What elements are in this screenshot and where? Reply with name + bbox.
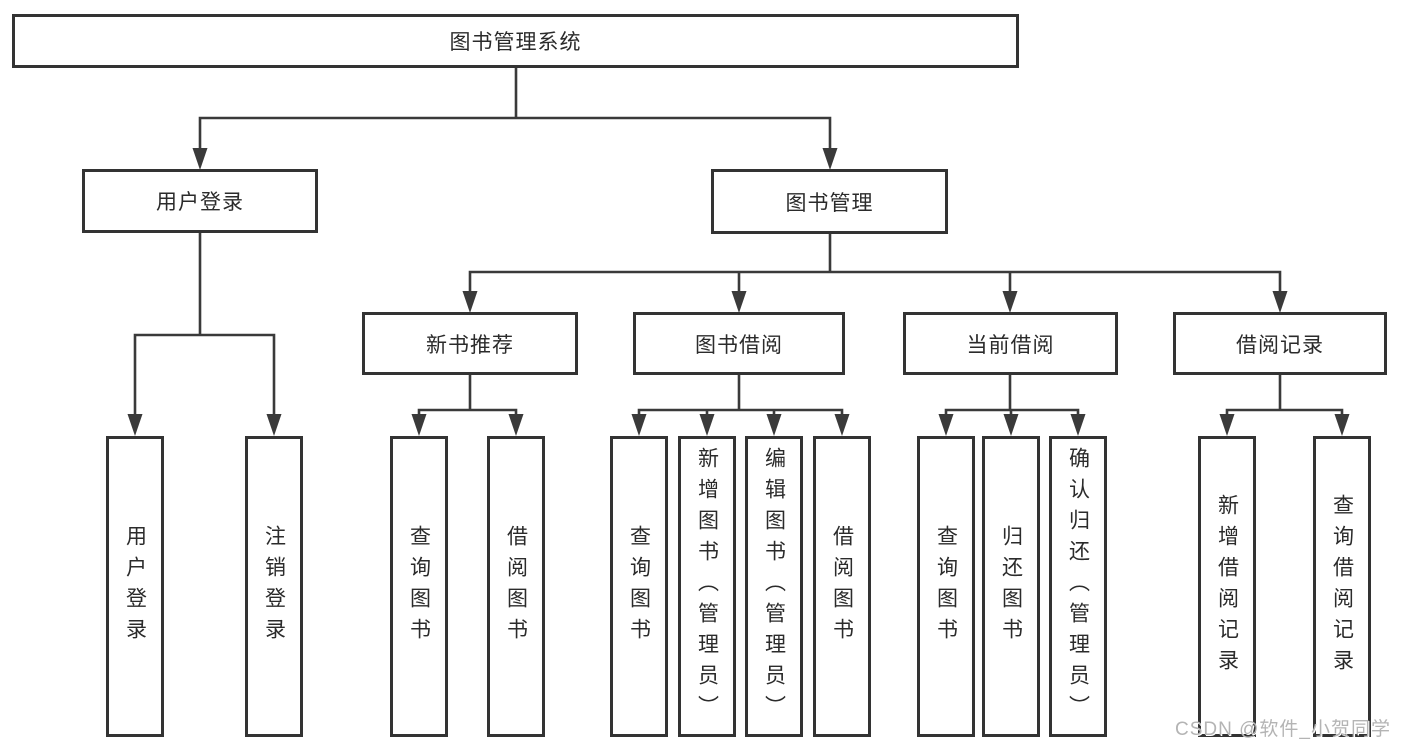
arrowheads [127, 148, 1350, 436]
leaf-label: 查询借阅记录 [1330, 493, 1354, 680]
leaf-add-borrow-record: 新增借阅记录 [1198, 436, 1256, 737]
node-current-borrowing: 当前借阅 [903, 312, 1118, 375]
node-book-borrowing: 图书借阅 [633, 312, 845, 375]
leaf-label: 确认归还（管理员） [1066, 447, 1090, 726]
leaf-user-login: 用户登录 [106, 436, 164, 737]
leaf-label: 归还图书 [999, 524, 1023, 649]
leaf-return-books: 归还图书 [982, 436, 1040, 737]
leaf-label: 用户登录 [123, 524, 147, 649]
leaf-borrow-books-borrowing: 借阅图书 [813, 436, 871, 737]
leaf-label: 查询图书 [407, 524, 431, 649]
node-library-management-system: 图书管理系统 [12, 14, 1019, 68]
node-label: 图书管理系统 [449, 31, 582, 54]
node-user-login: 用户登录 [82, 169, 318, 233]
node-label: 用户登录 [156, 191, 244, 214]
leaf-logout: 注销登录 [245, 436, 303, 737]
node-new-book-recommendation: 新书推荐 [362, 312, 578, 375]
node-label: 借阅记录 [1236, 333, 1324, 357]
leaf-query-books-recommend: 查询图书 [390, 436, 448, 737]
leaf-borrow-books-recommend: 借阅图书 [487, 436, 545, 737]
leaf-edit-book-admin: 编辑图书（管理员） [745, 436, 803, 737]
node-borrowing-records: 借阅记录 [1173, 312, 1387, 375]
leaf-label: 注销登录 [262, 524, 286, 649]
leaf-query-books-borrowing: 查询图书 [610, 436, 668, 737]
node-book-management: 图书管理 [711, 169, 948, 234]
leaf-confirm-return-admin: 确认归还（管理员） [1049, 436, 1107, 737]
leaf-label: 查询图书 [627, 524, 651, 649]
leaf-query-borrow-record: 查询借阅记录 [1313, 436, 1371, 737]
leaf-label: 新增借阅记录 [1215, 493, 1239, 680]
node-label: 新书推荐 [426, 333, 514, 357]
leaf-label: 借阅图书 [830, 524, 854, 649]
csdn-watermark: CSDN @软件_小贺同学 [1175, 719, 1391, 740]
leaf-query-books-current: 查询图书 [917, 436, 975, 737]
leaf-label: 编辑图书（管理员） [762, 447, 786, 726]
leaf-label: 查询图书 [934, 524, 958, 649]
node-label: 图书管理 [785, 191, 874, 215]
leaf-label: 借阅图书 [504, 524, 528, 649]
leaf-label: 新增图书（管理员） [695, 447, 719, 726]
node-label: 当前借阅 [966, 333, 1055, 357]
leaf-add-book-admin: 新增图书（管理员） [678, 436, 736, 737]
node-label: 图书借阅 [695, 333, 783, 357]
